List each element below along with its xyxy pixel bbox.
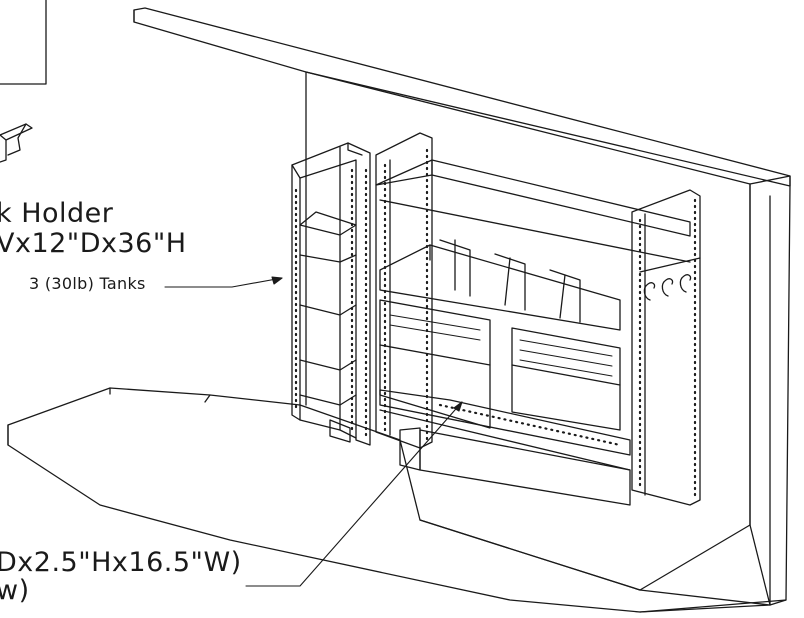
drawer-leader-line xyxy=(245,401,463,587)
tank-holder-dimensions: Vx12"Dx36"H xyxy=(0,228,187,259)
drawer-leader-arrow xyxy=(453,401,463,412)
van-wall-top-rail xyxy=(133,7,791,406)
van-floor xyxy=(7,387,771,613)
tank-holder-title: k Holder xyxy=(0,198,114,229)
drawer-dimensions-label: Dx2.5"Hx16.5"W) xyxy=(0,547,242,578)
tank-holder xyxy=(291,142,371,446)
hose-hooks xyxy=(639,257,701,301)
shelving-unit xyxy=(375,132,701,506)
drawer-quantity-label: w) xyxy=(0,575,30,606)
tank-capacity-label: 3 (30lb) Tanks xyxy=(29,274,146,293)
tank-leader-arrow xyxy=(271,276,283,285)
upper-left-box xyxy=(0,0,47,163)
tank-leader-line xyxy=(164,277,283,288)
leader-lines xyxy=(164,276,463,587)
van-wall-right-panel xyxy=(305,71,791,613)
